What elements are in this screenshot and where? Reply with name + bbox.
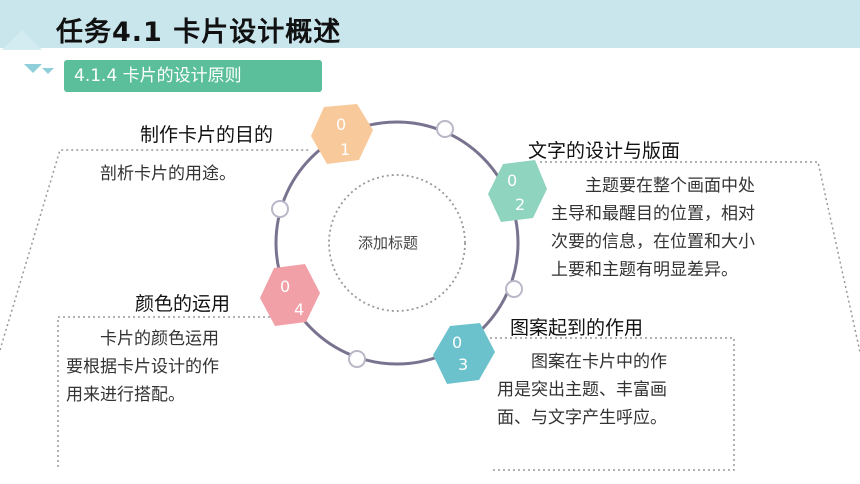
ring-node [505,280,523,298]
decor-triangle [2,30,42,50]
center-dotted-circle [328,174,466,312]
text-line: 上要和主题有明显差异。 [551,260,738,280]
text-line: 用来进行搭配。 [66,385,185,405]
callout-outline-1 [0,149,310,351]
hex-3-num-bottom: 3 [458,355,468,374]
text-line: 用是突出主题、丰富画 [497,380,667,400]
center-title: 添加标题 [358,234,419,252]
hexagon-1: 0 1 [311,104,373,164]
text-line: 次要的信息，在位置和大小 [551,232,755,252]
text-line: 图案在卡片中的作 [497,352,667,372]
item-1-text: 剖析卡片的用途。 [100,164,236,184]
ring-node [436,120,454,138]
item-1-title: 制作卡片的目的 [140,124,274,146]
item-2-text: 主题要在整个画面中处 主导和最醒目的位置，相对 次要的信息，在位置和大小 上要和… [551,172,755,284]
item-3-title: 图案起到的作用 [510,317,644,339]
callout-outline-4 [57,316,270,470]
text-line: 主导和最醒目的位置，相对 [551,204,755,224]
hex-1-num-top: 0 [336,115,346,134]
hex-1-num-bottom: 1 [340,140,350,159]
hex-2-num-top: 0 [507,171,517,190]
page-title: 任务4.1 卡片设计概述 [56,17,342,48]
item-2-title: 文字的设计与版面 [528,140,681,162]
item-3-text: 图案在卡片中的作 用是突出主题、丰富画 面、与文字产生呼应。 [497,348,667,432]
text-line: 主题要在整个画面中处 [551,176,755,196]
hex-3-num-top: 0 [452,333,462,352]
text-line: 卡片的颜色运用 [66,329,219,349]
decor-triangle [42,68,54,74]
callout-outline-3 [490,337,735,471]
item-4-text: 卡片的颜色运用 要根据卡片设计的作 用来进行搭配。 [66,325,219,409]
ring-node [348,350,366,368]
header-bar [0,0,860,48]
text-line: 面、与文字产生呼应。 [497,408,667,428]
hex-2-num-bottom: 2 [515,195,525,214]
section-subtitle: 4.1.4 卡片的设计原则 [64,60,322,92]
hex-4-num-top: 0 [280,277,290,296]
hex-4-num-bottom: 4 [294,300,304,319]
text-line: 要根据卡片设计的作 [66,357,219,377]
decor-triangle [24,64,42,73]
hexagon-3: 0 3 [433,323,495,384]
hexagon-2: 0 2 [488,160,547,222]
item-4-title: 颜色的运用 [135,293,231,315]
hexagon-4: 0 4 [260,264,320,326]
main-ring [274,120,520,366]
ring-node [271,200,289,218]
